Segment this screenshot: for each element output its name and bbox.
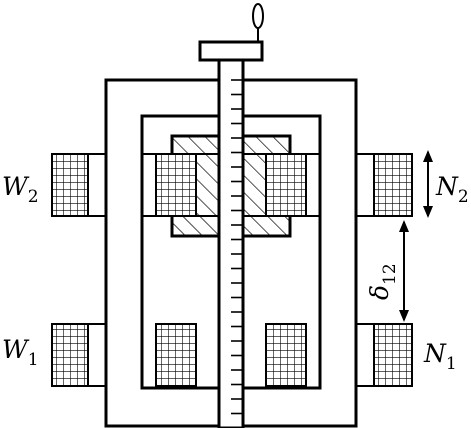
coil-w1-outer [51,323,89,387]
label-w1: W1 [2,335,39,370]
scale-rod [217,58,245,428]
label-delta12: δ12 [365,263,400,300]
top-plate [198,40,264,62]
coil-n2-outer [373,153,413,217]
delta-gap-arrow [399,220,409,322]
label-n1: N1 [423,339,457,374]
scale-ticks [231,79,243,415]
adjustment-knob[interactable] [252,3,264,29]
coil-left-lower-inner [155,323,197,387]
coil-n1-outer [373,323,413,387]
n2-dimension-arrow [423,150,433,218]
label-n2: N2 [435,172,469,207]
coil-left-upper-inner [155,153,197,217]
coil-right-upper-inner [265,153,307,217]
coil-w2-outer [51,153,89,217]
label-w2: W2 [2,172,39,207]
coil-right-lower-inner [265,323,307,387]
